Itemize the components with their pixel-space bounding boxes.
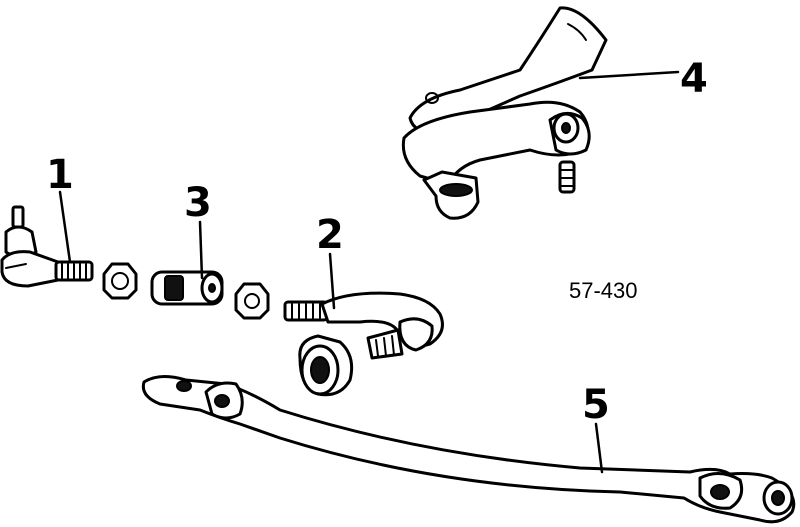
hex-nut-left	[102, 262, 138, 300]
part-1-tie-rod-end	[0, 205, 94, 288]
callout-3: 3	[184, 180, 212, 226]
rubber-bushing	[298, 334, 354, 397]
hex-nut-right	[234, 282, 270, 320]
callout-1: 1	[46, 152, 74, 198]
reference-number: 57-430	[569, 278, 638, 303]
part-3-adjusting-sleeve	[150, 270, 224, 306]
part-5-center-link	[141, 375, 796, 524]
callout-2: 2	[316, 212, 344, 258]
leader-line-1	[58, 190, 72, 264]
callout-5: 5	[582, 382, 610, 428]
leader-line-2	[328, 252, 336, 310]
leader-line-5	[594, 422, 604, 474]
part-4-idler-arm	[401, 6, 608, 220]
part-2-tie-rod	[283, 291, 444, 360]
leader-line-4	[578, 70, 680, 80]
leader-line-3	[198, 220, 204, 280]
callout-4: 4	[680, 56, 708, 102]
